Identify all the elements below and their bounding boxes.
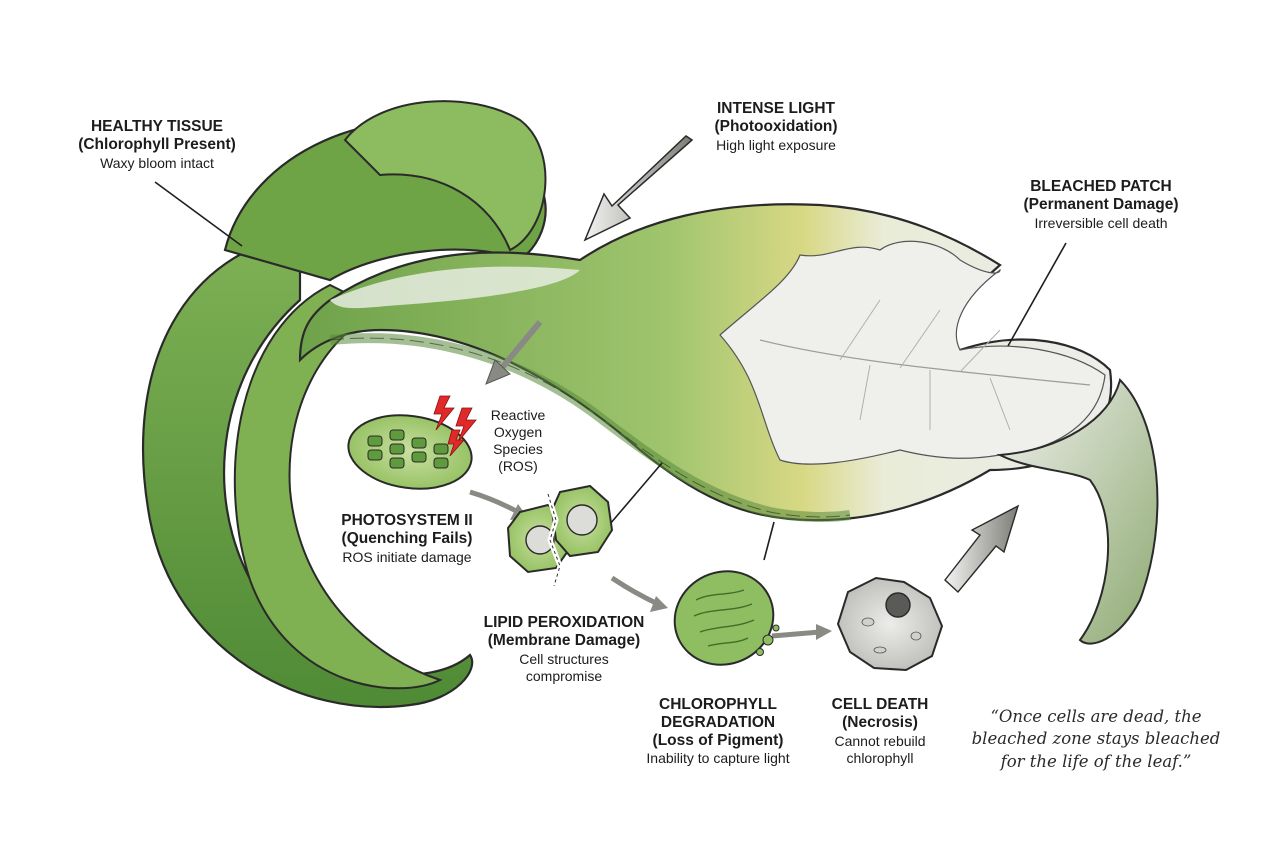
chloroplast-degraded [673, 570, 780, 666]
arrow-to-bleached [944, 504, 1020, 594]
death-subtitle: (Necrosis) [842, 713, 918, 731]
light-subtitle: (Photooxidation) [714, 117, 838, 135]
arrow-to-death [771, 629, 821, 639]
arrow-to-lipid [469, 489, 520, 515]
label-healthy-tissue: HEALTHY TISSUE (Chlorophyll Present) Wax… [62, 118, 252, 171]
ros-line-1: Reactive [490, 407, 546, 423]
ros-line-3: Species [493, 441, 543, 458]
cell-illustrations [347, 395, 944, 672]
quote-line-2: bleached zone stays bleached [971, 729, 1221, 749]
light-title: INTENSE LIGHT [717, 100, 835, 117]
photosystem-subtitle: (Quenching Fails) [341, 529, 473, 547]
arrow-to-degradation [610, 575, 660, 607]
healthy-desc: Waxy bloom intact [100, 154, 214, 171]
leader-lines [154, 181, 1067, 561]
light-arrow [583, 135, 694, 242]
chlorophyll-desc: Inability to capture light [646, 750, 790, 767]
label-intense-light: INTENSE LIGHT (Photooxidation) High ligh… [676, 100, 876, 153]
photosystem-desc: ROS initiate damage [342, 548, 472, 565]
lipid-title: LIPID PEROXIDATION [483, 614, 645, 631]
top-rolled-leaf [343, 100, 547, 252]
closing-quote: “Once cells are dead, the bleached zone … [958, 706, 1234, 773]
label-ros: Reactive Oxygen Species (ROS) [478, 406, 558, 474]
label-photosystem: PHOTOSYSTEM II (Quenching Fails) ROS ini… [322, 512, 492, 565]
dead-cell [836, 576, 944, 672]
hooked-leaf-tip [996, 378, 1159, 645]
healthy-title: HEALTHY TISSUE [90, 118, 224, 135]
label-chlorophyll-degradation: CHLOROPHYLL DEGRADATION (Loss of Pigment… [630, 696, 806, 767]
label-cell-death: CELL DEATH (Necrosis) Cannot rebuild chl… [818, 696, 942, 766]
bleached-desc: Irreversible cell death [1034, 214, 1168, 231]
chlorophyll-title-2: DEGRADATION [660, 713, 776, 731]
lipid-desc-2: compromise [525, 667, 603, 684]
photosystem-title: PHOTOSYSTEM II [341, 512, 473, 529]
waxy-bloom [330, 266, 580, 309]
bleached-patch [719, 240, 1106, 465]
chloroplast-healthy [347, 414, 473, 490]
quote-line-3: for the life of the leaf.” [1000, 751, 1192, 771]
bleached-title: BLEACHED PATCH [1030, 178, 1172, 195]
chlorophyll-subtitle: (Loss of Pigment) [652, 731, 784, 749]
ros-lightning-icon [433, 395, 477, 457]
damaged-cells [506, 484, 614, 587]
chlorophyll-title-1: CHLOROPHYLL [659, 696, 777, 713]
lipid-subtitle: (Membrane Damage) [487, 631, 641, 649]
succulent-leaves [141, 100, 1159, 709]
arrow-to-ros [497, 320, 543, 372]
ros-line-4: (ROS) [498, 458, 538, 475]
death-desc-1: Cannot rebuild [834, 732, 926, 749]
bleached-subtitle: (Permanent Damage) [1023, 195, 1179, 213]
death-title: CELL DEATH [831, 696, 929, 713]
death-desc-2: chlorophyll [846, 749, 914, 766]
healthy-subtitle: (Chlorophyll Present) [78, 135, 236, 153]
quote-line-1: “Once cells are dead, the [990, 707, 1202, 726]
light-desc: High light exposure [716, 136, 836, 153]
label-bleached-patch: BLEACHED PATCH (Permanent Damage) Irreve… [996, 178, 1206, 231]
label-lipid-peroxidation: LIPID PEROXIDATION (Membrane Damage) Cel… [466, 614, 662, 684]
ros-line-2: Oxygen [493, 424, 543, 441]
lipid-desc-1: Cell structures [519, 650, 609, 667]
outer-curled-leaf [141, 233, 474, 709]
inner-crescent-leaf [233, 283, 443, 690]
